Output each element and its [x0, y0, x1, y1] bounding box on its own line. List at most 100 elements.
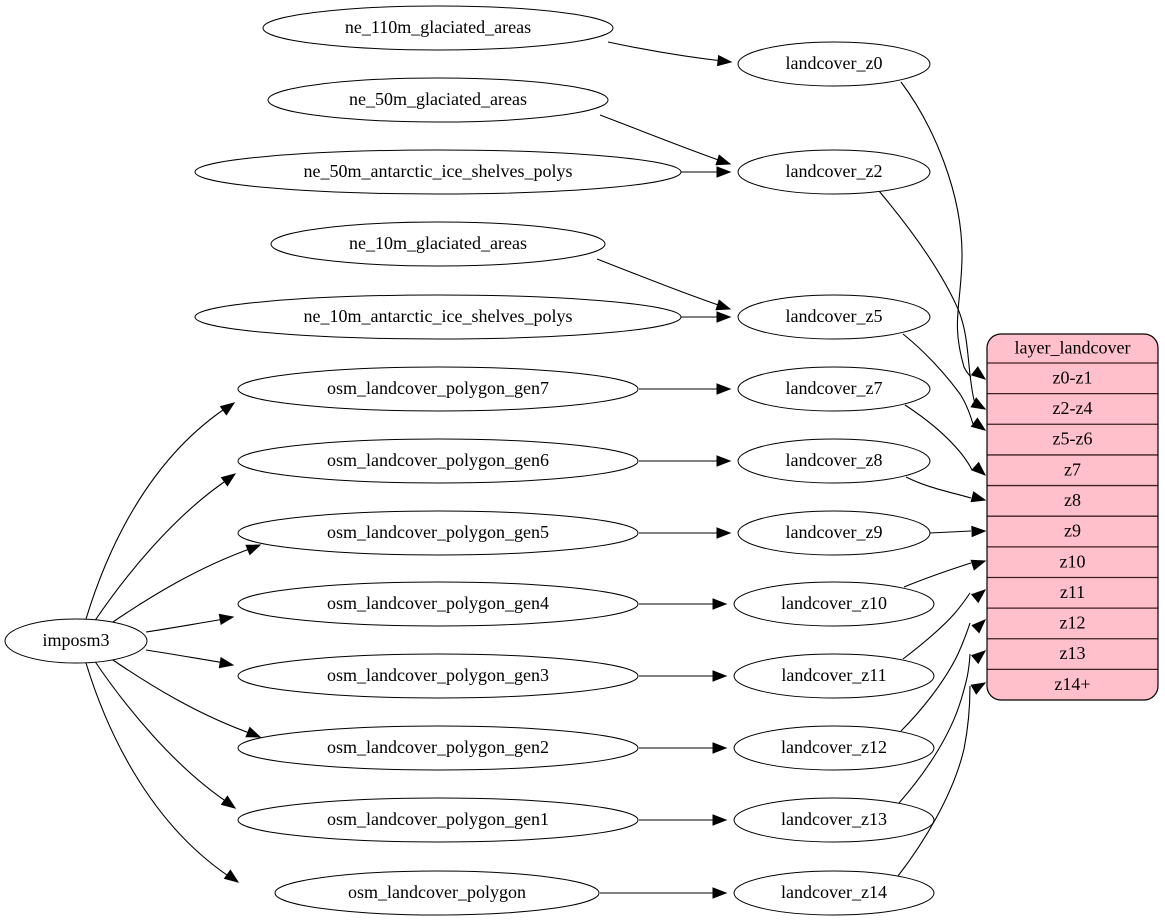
table-row-label: z14+ [1054, 674, 1090, 694]
arrowhead [712, 742, 728, 754]
node-ne_110m_glaciated_areas[interactable]: ne_110m_glaciated_areas [262, 5, 614, 51]
arrowhead [218, 613, 235, 625]
table-node-ellipse [237, 653, 639, 699]
table-row[interactable]: z0-z1 [987, 362, 1158, 387]
node-osm_landcover_polygon_gen3[interactable]: osm_landcover_polygon_gen3 [237, 653, 639, 699]
edge-landcover_z10-to-row_z10 [903, 562, 972, 588]
node-ne_50m_antarctic_ice_shelves_polys[interactable]: ne_50m_antarctic_ice_shelves_polys [194, 149, 682, 195]
node-label: osm_landcover_polygon_gen6 [327, 450, 549, 470]
edge-imposm3-to-osm_landcover_polygon_gen4 [145, 617, 232, 633]
node-landcover_z0[interactable]: landcover_z0 [737, 41, 931, 87]
materialized-view-ellipse [737, 149, 931, 195]
node-landcover_z11[interactable]: landcover_z11 [733, 653, 935, 699]
node-osm_landcover_polygon_gen7[interactable]: osm_landcover_polygon_gen7 [237, 366, 639, 412]
node-landcover_z2[interactable]: landcover_z2 [737, 149, 931, 195]
table-row[interactable]: z12 [987, 607, 1158, 633]
table-row[interactable]: z14+ [987, 668, 1158, 694]
arrowhead [715, 299, 732, 311]
arrowhead [218, 657, 235, 669]
arrowhead [970, 589, 987, 604]
arrowhead [715, 154, 732, 166]
node-osm_landcover_polygon_gen2[interactable]: osm_landcover_polygon_gen2 [237, 725, 639, 771]
edge-landcover_z11-to-row_z11 [902, 592, 971, 660]
table-row[interactable]: z2-z4 [987, 392, 1158, 418]
arrowhead [716, 311, 732, 323]
edge-imposm3-to-osm_landcover_polygon_gen7 [85, 403, 233, 620]
node-label: landcover_z11 [781, 665, 886, 685]
edge-landcover_z0-to-row_z0_z1 [900, 81, 972, 378]
table-row-label: z11 [1060, 582, 1085, 602]
node-osm_landcover_polygon_gen5[interactable]: osm_landcover_polygon_gen5 [237, 510, 639, 556]
table-row[interactable]: z11 [987, 576, 1158, 602]
table-node-ellipse [267, 77, 609, 123]
node-landcover_z13[interactable]: landcover_z13 [733, 797, 935, 843]
node-landcover_z7[interactable]: landcover_z7 [737, 366, 931, 412]
edge-landcover_z9-to-row_z9 [929, 530, 972, 534]
table-row[interactable]: z8 [987, 484, 1158, 510]
node-landcover_z14[interactable]: landcover_z14 [733, 870, 935, 916]
table-row[interactable]: z5-z6 [987, 423, 1158, 449]
node-label: landcover_z10 [781, 593, 887, 613]
materialized-view-ellipse [733, 797, 935, 843]
table-node-ellipse [237, 438, 639, 484]
table-row-label: z13 [1060, 643, 1086, 663]
node-label: osm_landcover_polygon_gen4 [327, 593, 549, 613]
arrowhead [716, 455, 732, 467]
edge-ne_10m_glaciated_areas-to-landcover_z5 [596, 258, 731, 310]
node-ne_50m_glaciated_areas[interactable]: ne_50m_glaciated_areas [267, 77, 609, 123]
arrowheads-layer [218, 54, 987, 899]
materialized-view-ellipse [737, 366, 931, 412]
arrowhead [970, 417, 987, 431]
node-label: imposm3 [42, 630, 109, 650]
node-osm_landcover_polygon_gen1[interactable]: osm_landcover_polygon_gen1 [237, 797, 639, 843]
node-label: landcover_z14 [781, 882, 887, 902]
node-osm_landcover_polygon_gen6[interactable]: osm_landcover_polygon_gen6 [237, 438, 639, 484]
table-node-ellipse [262, 5, 614, 51]
arrowhead [220, 795, 237, 809]
arrowhead [970, 366, 987, 380]
arrowhead [223, 869, 240, 883]
arrowhead [245, 726, 262, 738]
table-node-ellipse [274, 870, 600, 916]
edge-landcover_z14-to-row_z14_plus [897, 685, 971, 877]
edge-ne_50m_glaciated_areas-to-landcover_z2 [599, 114, 731, 165]
node-label: osm_landcover_polygon [348, 882, 526, 902]
node-osm_landcover_polygon[interactable]: osm_landcover_polygon [274, 870, 600, 916]
edge-imposm3-to-osm_landcover_polygon_gen5 [109, 545, 259, 625]
table-row-label: z7 [1064, 459, 1081, 479]
node-landcover_z10[interactable]: landcover_z10 [733, 581, 935, 627]
node-label: osm_landcover_polygon_gen1 [327, 809, 549, 829]
materialized-view-ellipse [733, 870, 935, 916]
node-ne_10m_glaciated_areas[interactable]: ne_10m_glaciated_areas [270, 221, 606, 267]
node-landcover_z9[interactable]: landcover_z9 [737, 510, 931, 556]
table-node-ellipse [237, 366, 639, 412]
table-row[interactable]: z10 [987, 546, 1158, 571]
layer-landcover-table[interactable]: layer_landcover z0-z1 z2-z4 z5-z6 z7 z8 z9 z10 z… [986, 333, 1159, 701]
table-row[interactable]: z7 [987, 454, 1158, 479]
node-label: ne_50m_glaciated_areas [349, 89, 527, 109]
materialized-view-ellipse [737, 510, 931, 556]
arrowhead [219, 402, 236, 416]
table-row[interactable]: z9 [987, 515, 1158, 541]
edge-landcover_z7-to-row_z7 [904, 404, 973, 471]
node-osm_landcover_polygon_gen4[interactable]: osm_landcover_polygon_gen4 [237, 581, 639, 627]
table-row-label: z12 [1060, 613, 1086, 633]
table-header: layer_landcover [1015, 338, 1131, 358]
table-row-label: z8 [1064, 490, 1081, 510]
arrowhead [712, 670, 728, 682]
node-label: landcover_z8 [786, 450, 883, 470]
node-ne_10m_antarctic_ice_shelves_polys[interactable]: ne_10m_antarctic_ice_shelves_polys [194, 294, 682, 340]
node-landcover_z8[interactable]: landcover_z8 [737, 438, 931, 484]
node-imposm3[interactable]: imposm3 [4, 618, 148, 664]
table-row[interactable]: z13 [987, 638, 1158, 663]
materialized-view-ellipse [737, 41, 931, 87]
node-landcover_z5[interactable]: landcover_z5 [737, 294, 931, 340]
node-label: landcover_z13 [781, 809, 887, 829]
arrowhead [971, 619, 987, 634]
edge-landcover_z12-to-row_z12 [900, 622, 971, 732]
edge-imposm3-to-osm_landcover_polygon [85, 662, 237, 882]
node-label: landcover_z5 [786, 306, 883, 326]
edge-ne_110m_glaciated_areas-to-landcover_z0 [607, 41, 732, 63]
node-label: landcover_z0 [786, 53, 883, 73]
node-landcover_z12[interactable]: landcover_z12 [733, 725, 935, 771]
